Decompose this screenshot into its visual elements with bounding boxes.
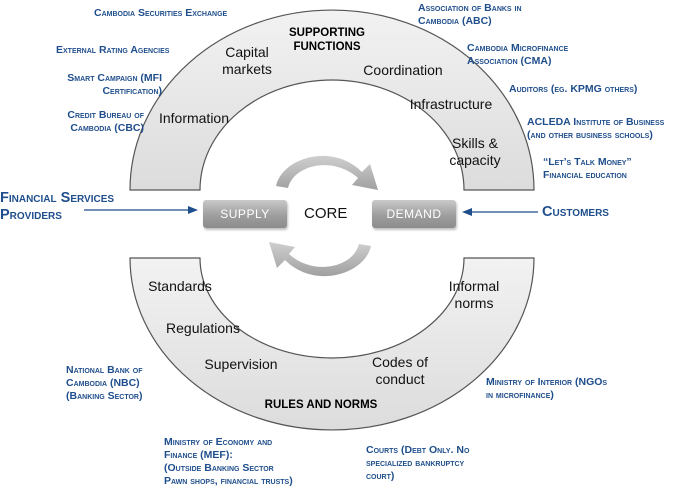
left-connector-arrow (84, 206, 198, 214)
demand-box: DEMAND (372, 200, 456, 228)
supporting-functions-title: SUPPORTING FUNCTIONS (282, 26, 372, 54)
core-label: CORE (304, 205, 348, 222)
annotation-lets-talk-money: “Let’s Talk Money” Financial education (543, 156, 632, 181)
annotation-abc: Association of Banks in Cambodia (ABC) (418, 2, 522, 27)
rules-and-norms-title: RULES AND NORMS (264, 399, 378, 411)
cycle-arrow-bottom-icon (269, 242, 371, 277)
right-connector-arrow (462, 208, 538, 216)
label-infrastructure: Infrastructure (409, 96, 493, 112)
rules-and-norms-arc (129, 257, 535, 431)
customers-label: Customers (542, 204, 609, 220)
annotation-cma: Cambodia Microfinance Association (CMA) (467, 42, 569, 67)
supporting-functions-arc (129, 9, 535, 191)
label-supervision: Supervision (204, 356, 278, 372)
label-codes-of-conduct: Codes of conduct (371, 354, 429, 387)
annotation-smart-campaign: Smart Campaign (MFI Certification) (67, 72, 162, 97)
annotation-nbc: National Bank of Cambodia (NBC) (Banking… (66, 364, 143, 402)
label-skills-capacity: Skills & capacity (449, 135, 501, 168)
annotation-securities-exchange: Cambodia Securities Exchange (94, 7, 228, 19)
label-capital-markets: Capital markets (222, 44, 272, 77)
label-regulations: Regulations (166, 320, 240, 336)
cycle-arrow-top-icon (276, 155, 378, 190)
annotation-mef: Ministry of Economy and Finance (MEF): (… (164, 436, 293, 487)
label-standards: Standards (148, 278, 212, 294)
annotation-courts: Courts (Debt Only. No specialized bankru… (366, 444, 470, 482)
annotation-credit-bureau: Credit Bureau of Cambodia (CBC) (67, 109, 144, 134)
annotation-acleda: ACLEDA Institute of Business (and other … (527, 116, 665, 141)
title-line: SUPPORTING (288, 27, 366, 39)
annotation-rating-agencies: External Rating Agencies (56, 44, 170, 56)
title-line: FUNCTIONS (293, 41, 361, 53)
annotation-auditors: Auditors (eg. KPMG others) (509, 83, 638, 95)
core-cycle-arrows (269, 155, 378, 277)
annotation-ministry-interior: Ministry of Interior (NGOs in microfinan… (486, 376, 608, 401)
label-informal-norms: Informal norms (448, 278, 500, 311)
label-information: Information (158, 110, 230, 126)
supply-box: SUPPLY (203, 200, 287, 228)
label-coordination: Coordination (363, 62, 443, 78)
financial-services-providers-label: Financial Services Providers (0, 190, 115, 223)
